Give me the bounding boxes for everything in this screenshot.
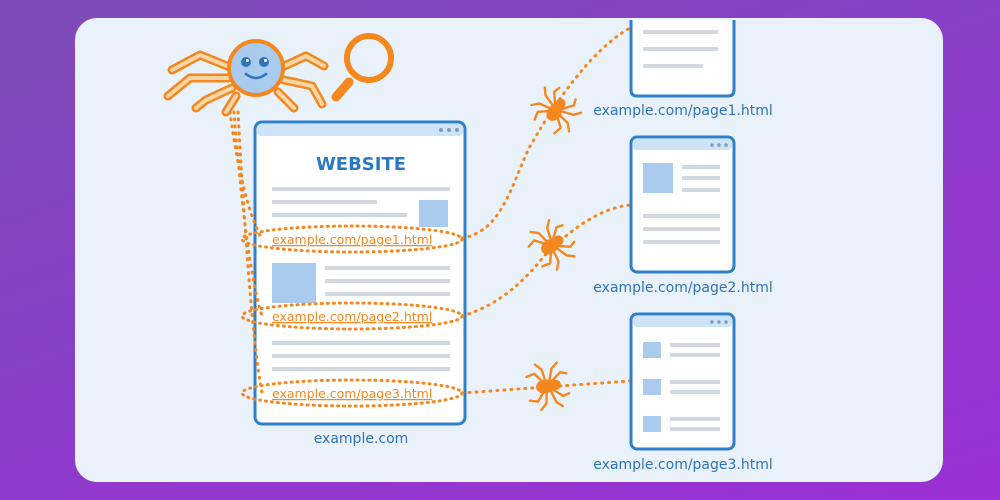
main-page-caption: example.com [314, 431, 409, 447]
image-placeholder [272, 263, 316, 303]
main-website-page: WEBSITE example.com/page1.html example.c… [240, 120, 467, 426]
page1-caption: example.com/page1.html [593, 103, 773, 119]
main-link-page3: example.com/page3.html [272, 386, 432, 401]
image-placeholder [419, 200, 448, 227]
linked-page-3 [629, 312, 736, 451]
small-spider-icon [530, 86, 583, 135]
crawler-spider-icon [163, 33, 394, 117]
page3-caption: example.com/page3.html [593, 457, 773, 473]
small-spider-icon [525, 361, 571, 412]
main-link-page1: example.com/page1.html [272, 232, 432, 247]
linked-page-2 [629, 135, 736, 274]
image-placeholder [643, 163, 673, 193]
main-link-page2: example.com/page2.html [272, 309, 432, 324]
small-spider-icon [527, 218, 576, 271]
page2-caption: example.com/page2.html [593, 280, 773, 296]
main-page-title: WEBSITE [316, 154, 406, 175]
linked-page-1 [629, 20, 736, 98]
